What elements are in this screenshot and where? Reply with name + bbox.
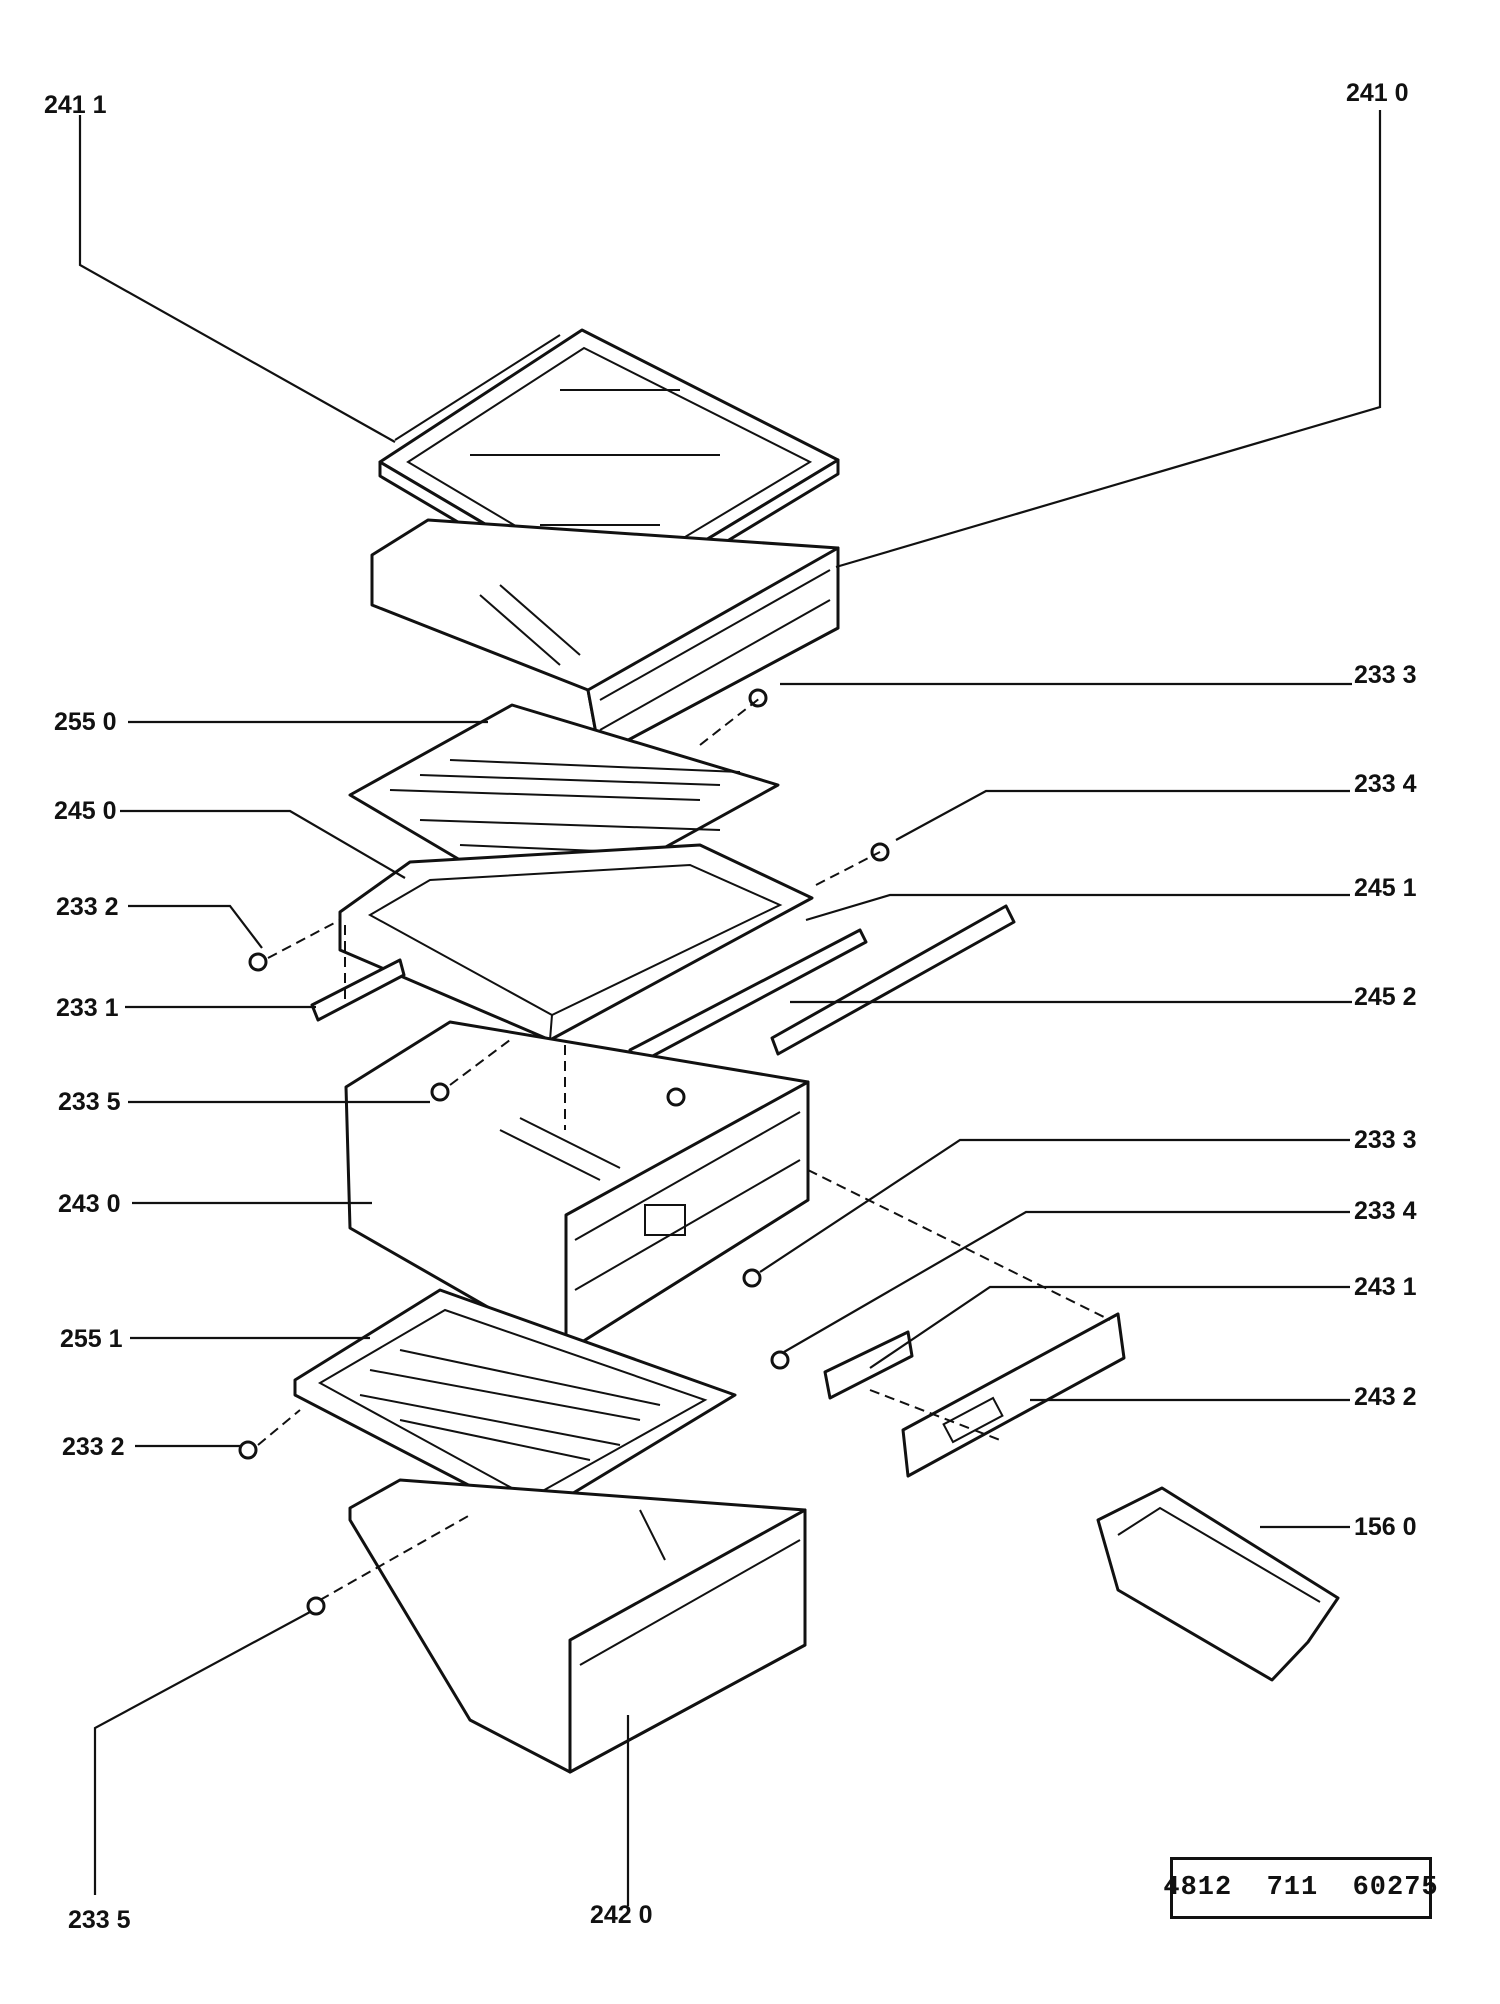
label-2432: 243 2 bbox=[1354, 1383, 1417, 1411]
label-2551: 255 1 bbox=[60, 1325, 123, 1353]
label-2333-mid: 233 3 bbox=[1354, 1126, 1417, 1154]
leader-lines bbox=[78, 110, 1382, 1906]
label-2430: 243 0 bbox=[58, 1190, 121, 1218]
shelf-frame-part bbox=[338, 843, 814, 1042]
catalog-number-box: 4812 711 60275 bbox=[1163, 1857, 1438, 1919]
grid-plate-upper-part bbox=[348, 703, 780, 914]
label-1560: 156 0 bbox=[1354, 1513, 1417, 1541]
label-2410: 241 0 bbox=[1346, 79, 1409, 107]
label-2332-low: 233 2 bbox=[62, 1433, 125, 1461]
label-2331: 233 1 bbox=[56, 994, 119, 1022]
assembly-lines bbox=[257, 697, 1111, 1601]
label-2332-top: 233 2 bbox=[56, 893, 119, 921]
side-rails-part bbox=[310, 904, 1016, 1068]
label-2452: 245 2 bbox=[1354, 983, 1417, 1011]
label-2420: 242 0 bbox=[590, 1901, 653, 1929]
grid-plate-lower-part bbox=[293, 1288, 737, 1520]
catalog-number: 4812 711 60275 bbox=[1163, 1873, 1439, 1903]
bottle-rack-part bbox=[1096, 1486, 1340, 1682]
label-2550: 255 0 bbox=[54, 708, 117, 736]
label-2431: 243 1 bbox=[1354, 1273, 1417, 1301]
bottom-drawer-part bbox=[348, 1478, 807, 1774]
label-2335-mid: 233 5 bbox=[58, 1088, 121, 1116]
label-2333-top: 233 3 bbox=[1354, 661, 1417, 689]
label-2411: 241 1 bbox=[44, 91, 107, 119]
front-plates-part bbox=[823, 1312, 1126, 1478]
label-2450: 245 0 bbox=[54, 797, 117, 825]
label-2334-top: 233 4 bbox=[1354, 770, 1417, 798]
upper-crisper-box-part bbox=[370, 518, 840, 757]
label-2334-mid: 233 4 bbox=[1354, 1197, 1417, 1225]
label-2451: 245 1 bbox=[1354, 874, 1417, 902]
main-drawer-part bbox=[344, 1020, 810, 1354]
label-2335-bottom: 233 5 bbox=[68, 1906, 131, 1934]
screw-fasteners bbox=[238, 688, 890, 1616]
